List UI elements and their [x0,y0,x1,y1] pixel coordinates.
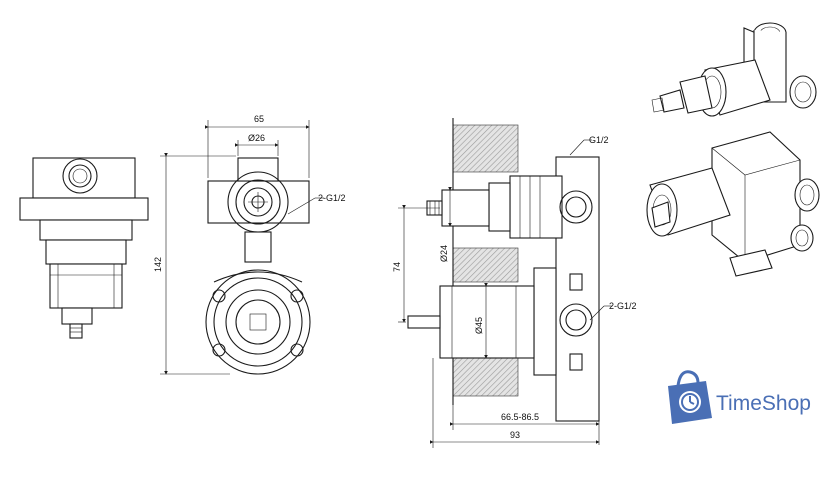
dim-side-diameter-small: Ø24 [439,245,449,262]
left-side-view [19,157,149,339]
brand-logo: TimeShop [668,370,811,424]
section-view: G1/2 Ø24 74 Ø45 2-G1/2 66.5-86.5 93 [392,118,637,448]
dim-front-width: 65 [254,114,264,124]
dim-side-range: 66.5-86.5 [501,412,539,422]
dim-side-vertical: 74 [392,262,402,272]
dim-side-total: 93 [510,430,520,440]
dim-front-diameter: Ø26 [248,133,265,143]
dim-side-top-thread: G1/2 [589,135,609,145]
dim-side-bottom-thread: 2-G1/2 [609,301,637,311]
isometric-view [646,22,820,277]
dim-front-thread: 2-G1/2 [318,193,346,203]
front-view: 65 Ø26 2-G1/2 142 [153,114,346,375]
dim-side-diameter-large: Ø45 [474,317,484,334]
brand-name: TimeShop [716,392,811,415]
dim-front-height: 142 [153,257,163,272]
shopping-bag-clock-icon [668,370,712,424]
